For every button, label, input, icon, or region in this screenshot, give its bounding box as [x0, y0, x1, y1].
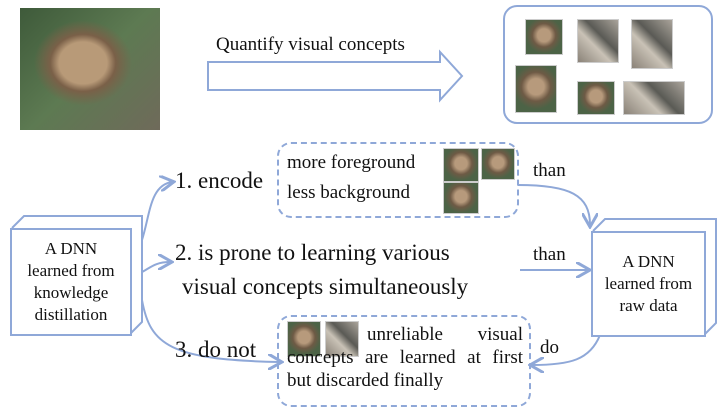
do-not-label: 3. do not [175, 337, 257, 362]
concept-patch [577, 19, 619, 63]
dnn-distillation-box: A DNN learned from knowledge distillatio… [10, 228, 132, 336]
arrow-do [532, 334, 601, 365]
bird-photo [20, 8, 160, 130]
dnn-distillation-label: A DNN learned from knowledge distillatio… [27, 239, 115, 324]
arrow-to-encode [141, 182, 172, 241]
concept-patches-panel [503, 5, 713, 124]
arrow-to-donot [141, 299, 280, 362]
encode-box: more foreground less background [277, 142, 519, 218]
background-patch [443, 182, 479, 214]
unreliable-patch [325, 321, 359, 357]
prone-line1: 2. is prone to learning various [175, 240, 450, 265]
arrow-than-1 [517, 184, 590, 225]
encode-label: 1. encode [175, 168, 264, 193]
than-label-1: than [533, 160, 566, 181]
concept-patch [515, 65, 557, 113]
concept-patch [525, 19, 563, 55]
do-label: do [540, 337, 559, 358]
unreliable-patch [287, 321, 321, 357]
unreliable-text: unreliable visual concepts are learned a… [287, 324, 523, 391]
than-label-2: than [533, 244, 566, 265]
left-box-depth [11, 215, 143, 335]
foreground-patch [481, 148, 515, 180]
quantify-arrow [207, 49, 464, 103]
arrow-to-prone [141, 262, 170, 273]
right-box-depth [592, 218, 717, 336]
foreground-patch [443, 148, 479, 182]
prone-line2: visual concepts simultaneously [182, 274, 469, 299]
more-foreground: more foreground [287, 152, 416, 173]
concept-patch [623, 81, 685, 115]
dnn-raw-box: A DNN learned from raw data [591, 231, 706, 337]
concept-patch [631, 19, 673, 69]
quantify-label: Quantify visual concepts [216, 34, 405, 55]
less-background: less background [287, 182, 410, 203]
dnn-raw-label: A DNN learned from raw data [604, 252, 693, 315]
unreliable-box: unreliable visual concepts are learned a… [277, 315, 531, 407]
concept-patch [577, 81, 615, 115]
